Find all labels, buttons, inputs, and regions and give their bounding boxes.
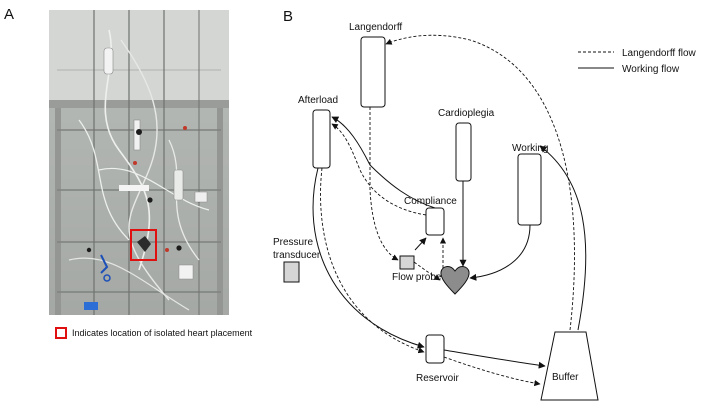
panel-label-b: B bbox=[283, 8, 294, 25]
panel-label-a: A bbox=[4, 6, 15, 23]
flow-probe-label: Flow probe bbox=[392, 272, 442, 283]
buffer-label: Buffer bbox=[552, 372, 579, 383]
cardioplegia-label: Cardioplegia bbox=[438, 108, 495, 119]
heart-icon bbox=[440, 266, 470, 295]
working-chamber bbox=[517, 153, 542, 226]
working-flow-lines bbox=[312, 116, 587, 369]
perfusion-rig-photo bbox=[49, 10, 229, 315]
heart-location-highlight bbox=[130, 229, 157, 261]
langendorff-flow-lines bbox=[320, 34, 575, 387]
photo-legend-text: Indicates location of isolated heart pla… bbox=[72, 328, 253, 338]
pressure-transducer-label-line1: Pressure bbox=[273, 237, 313, 248]
buffer-tank bbox=[540, 331, 599, 401]
reservoir-chamber bbox=[425, 334, 445, 364]
legend-langendorff-label: Langendorff flow bbox=[622, 48, 697, 59]
pressure-transducer-label-line2: transducer bbox=[273, 250, 321, 261]
photo-legend: Indicates location of isolated heart pla… bbox=[55, 327, 252, 339]
compliance-label: Compliance bbox=[404, 196, 457, 207]
afterload-chamber bbox=[312, 109, 331, 169]
legend-working-label: Working flow bbox=[622, 64, 680, 75]
compliance-chamber bbox=[425, 207, 445, 236]
langendorff-chamber bbox=[360, 36, 386, 108]
pressure-transducer bbox=[283, 261, 300, 283]
red-box-swatch bbox=[55, 327, 67, 339]
working-label: Working bbox=[512, 143, 549, 154]
afterload-label: Afterload bbox=[298, 95, 338, 106]
reservoir-label: Reservoir bbox=[416, 373, 459, 384]
langendorff-label: Langendorff bbox=[349, 22, 402, 33]
flow-probe bbox=[399, 255, 415, 270]
flow-legend: Langendorff flow Working flow bbox=[578, 48, 697, 75]
cardioplegia-chamber bbox=[455, 122, 472, 182]
